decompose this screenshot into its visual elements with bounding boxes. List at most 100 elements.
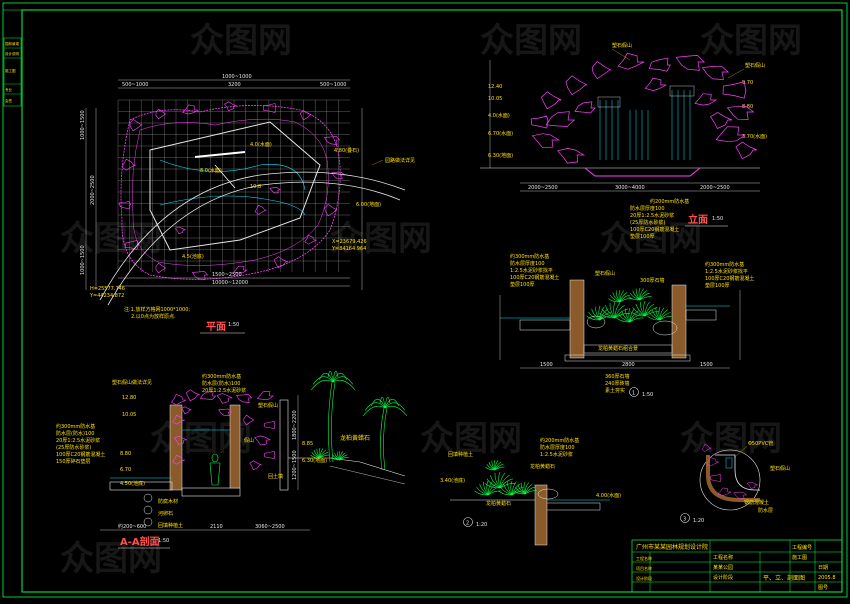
palm-frond (384, 405, 408, 417)
plan-label: 园路做法详见 (385, 157, 415, 164)
leaf (503, 483, 513, 496)
rock-shape (710, 473, 722, 483)
sec-level: 10.05 (122, 412, 136, 418)
sec-dim: 约200~600 (118, 523, 146, 530)
d1-label: 1:2.5水泥砂浆找平 (705, 268, 748, 275)
leaf (524, 482, 530, 495)
sec-note: (25厚防水砂浆) (56, 444, 91, 451)
leaf (614, 302, 621, 319)
rock-shape (591, 61, 612, 80)
rock-shape (124, 240, 139, 250)
leaf (618, 313, 631, 323)
leaf (591, 308, 601, 321)
palm-trunk (328, 381, 333, 463)
watermark-text: 众图网 (700, 21, 802, 61)
tb-right: 施工图 (792, 554, 807, 561)
leaf (601, 308, 616, 319)
rock-shape (304, 234, 317, 245)
sec-label: 龙柏黄蜡石 (340, 434, 370, 442)
plan-note: 注:1.放样方格网1000*1000; (124, 306, 190, 313)
palm-frond (379, 396, 386, 409)
palm-trunk (331, 381, 336, 463)
strip-label: 设计说明 (5, 51, 19, 56)
leaf (639, 301, 646, 317)
sec-note: 150厚碎石垫层 (56, 458, 91, 465)
plan-dim: 10000~12000 (212, 280, 248, 286)
d1-dim: 1500 (700, 362, 713, 368)
watermark-text: 众图网 (60, 219, 162, 259)
plan-dim: 1000~1500 (80, 110, 86, 140)
rock-shape (155, 262, 167, 274)
strip-label: 施工图 (5, 68, 16, 73)
elev-level: 9.70 (742, 80, 753, 86)
leaf (514, 486, 526, 495)
leaf (612, 292, 621, 303)
leaf (494, 466, 505, 471)
leaf (599, 311, 612, 321)
d3-number: 3 (683, 517, 686, 523)
plan-title: 平面 (206, 321, 226, 333)
d3-number-circle (680, 513, 690, 523)
tb-row: 设计阶段 (713, 574, 733, 581)
rock-shape (118, 201, 132, 210)
sec-label: 回土填 (268, 473, 283, 480)
sec-dim: 3060~2500 (255, 524, 285, 530)
leaf (628, 296, 641, 301)
rock-shape (243, 414, 255, 426)
leaf (598, 305, 601, 321)
rock-shape (722, 81, 747, 99)
d3-label: 塑石假山 (770, 465, 790, 472)
rock-shape (182, 104, 199, 115)
leaf (643, 300, 646, 317)
palm-frond (364, 402, 386, 411)
sec-label: 河卵石 (158, 510, 173, 517)
rock-shape (324, 135, 341, 145)
plan-dim: 500~1000 (320, 82, 346, 88)
palm-frond (332, 372, 347, 383)
palm-frond (332, 376, 354, 385)
plan-label: 6.00(地面) (356, 201, 381, 208)
rock-shape (181, 406, 192, 415)
plan-coord: Y=84164.964 (331, 246, 366, 252)
palm-frond (327, 370, 334, 383)
elev-note: 垫层100厚 (630, 233, 655, 240)
d3-label: Φ50PVC管 (748, 440, 773, 447)
leaf (609, 294, 621, 303)
tb-right: 2005.8 (818, 575, 836, 581)
sec-note: 防水层(防水)100 (56, 430, 94, 437)
leaf (490, 475, 501, 489)
rock-shape (706, 457, 719, 467)
elev-note: 防水层厚度100 (630, 205, 665, 212)
rock-shape (191, 270, 209, 280)
leaf (479, 483, 489, 496)
strip-label: 园林景观 (5, 41, 19, 46)
palm-frond (332, 370, 339, 383)
plan-label: 8.0(水面) (200, 167, 222, 174)
leaf (599, 313, 616, 319)
leaf (507, 481, 513, 496)
elev-level: 6.70(水面) (488, 130, 513, 137)
leaf (613, 301, 616, 319)
watermark-text: 众图网 (600, 219, 702, 259)
d3-scale: 1:20 (693, 518, 704, 524)
plan-coord: X=23679.426 (332, 239, 367, 245)
plan-dim: 1000~1500 (80, 245, 86, 275)
leaf (619, 298, 632, 303)
palm-frond (332, 379, 356, 391)
plan-coord: Y=44234.872 (89, 293, 124, 299)
elev-scale: 1:50 (712, 216, 723, 222)
rock-shape (733, 491, 748, 499)
d1-label: 垫层100厚 (705, 282, 730, 289)
title-block: 广州市某某园林规划设计院 工程名称 某某公园 设计阶段 平、立、剖面图 工程编号… (631, 539, 843, 593)
leaf (520, 482, 526, 495)
rock-shape (233, 265, 248, 274)
detail1-plants (586, 287, 673, 323)
rock-shape (541, 91, 562, 110)
strip-label: 专业 (5, 87, 12, 92)
sec-note: 约300mm防水基 (202, 373, 241, 380)
leaf (651, 309, 661, 321)
elev-level: 3.70(水面) (742, 133, 767, 140)
elev-label: 塑石假山 (612, 42, 632, 49)
